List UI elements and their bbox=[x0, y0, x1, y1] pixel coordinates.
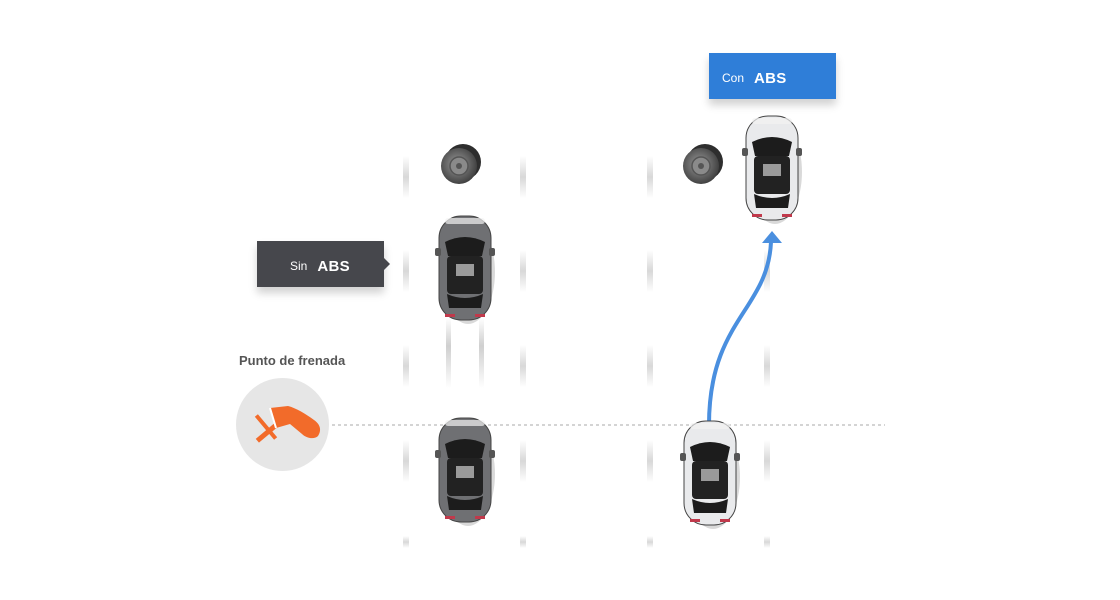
with-abs-tag: Con ABS bbox=[709, 53, 836, 99]
lane-dash bbox=[403, 156, 409, 198]
tire-obstacle-icon bbox=[441, 144, 481, 184]
lane-dash bbox=[520, 440, 526, 482]
lane-dash bbox=[520, 156, 526, 198]
lane-dash bbox=[764, 440, 770, 482]
lane-dash bbox=[403, 440, 409, 482]
lane-dash bbox=[764, 536, 770, 548]
lane-dash bbox=[647, 345, 653, 387]
skid-marks bbox=[446, 318, 484, 388]
lane-dash bbox=[403, 250, 409, 292]
lane-dash bbox=[764, 345, 770, 387]
lane-dash bbox=[403, 536, 409, 548]
lane-dash bbox=[403, 345, 409, 387]
car-without-abs-start bbox=[435, 417, 495, 526]
without-abs-tag: Sin ABS bbox=[257, 241, 390, 287]
lane-dash bbox=[520, 345, 526, 387]
without-abs-prefix: Sin bbox=[290, 259, 308, 273]
brake-point-badge bbox=[236, 378, 329, 471]
shoe-pressing-pedal-icon bbox=[254, 406, 321, 443]
car-without-abs-stopped bbox=[435, 215, 495, 324]
without-abs-label: ABS bbox=[317, 257, 350, 275]
with-abs-label: ABS bbox=[754, 69, 787, 87]
lane-dash bbox=[647, 156, 653, 198]
lane-dash bbox=[647, 440, 653, 482]
trajectory-arrow bbox=[707, 231, 782, 426]
lane-dash bbox=[520, 536, 526, 548]
lane-dash bbox=[520, 250, 526, 292]
tire-obstacle-icon bbox=[683, 144, 723, 184]
car-with-abs-avoided bbox=[742, 115, 802, 224]
car-with-abs-start bbox=[680, 420, 740, 529]
brake-point-title: Punto de frenada bbox=[239, 353, 346, 368]
lane-dash bbox=[647, 536, 653, 548]
lane-dash bbox=[647, 250, 653, 292]
with-abs-prefix: Con bbox=[722, 71, 745, 85]
